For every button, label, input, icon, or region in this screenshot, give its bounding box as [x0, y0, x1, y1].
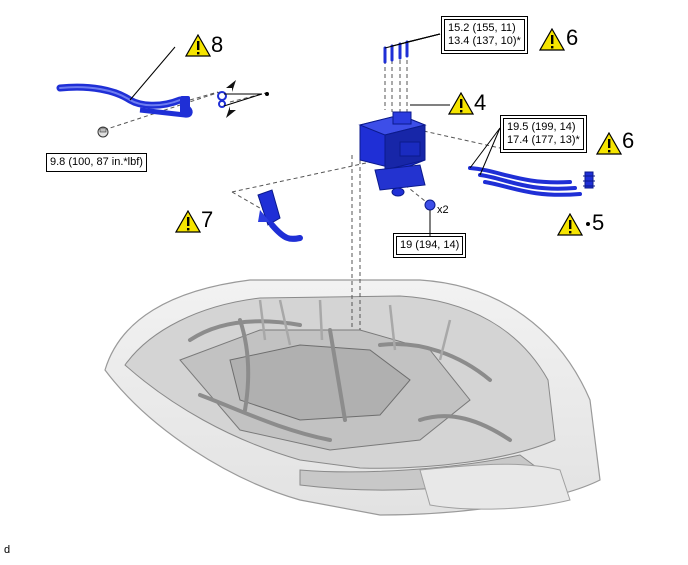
figure-code: d	[4, 544, 11, 556]
warning-icon	[175, 210, 201, 233]
torque-top-line1: 15.2 (155, 11)	[448, 22, 516, 34]
arrow-icon	[226, 106, 236, 118]
torque-top: 15.2 (155, 11) 13.4 (137, 10)*	[441, 16, 528, 54]
clip-5	[583, 171, 595, 189]
torque-right-line1: 19.5 (199, 14)	[507, 121, 576, 133]
arrow-icon	[226, 80, 236, 92]
torque-top-line2: 13.4 (137, 10)*	[448, 35, 521, 47]
torque-bracket: 19 (194, 14)	[392, 233, 467, 258]
brake-tube-8	[56, 46, 263, 138]
warning-icon	[596, 132, 622, 155]
warning-icon	[557, 213, 583, 236]
quantity-label: x2	[437, 204, 449, 216]
callout-7: 7	[201, 207, 214, 232]
torque-right: 19.5 (199, 14) 17.4 (177, 13)*	[500, 115, 587, 153]
brake-actuator-4	[358, 104, 450, 211]
warning-icon	[185, 34, 211, 57]
brake-lines-right	[468, 127, 582, 197]
warning-icon	[448, 92, 474, 115]
bullet-icon	[265, 92, 269, 96]
warning-icon	[539, 28, 565, 51]
callout-8: 8	[211, 32, 224, 57]
bullet-icon	[586, 222, 590, 226]
callout-6-right: 6	[622, 128, 635, 153]
callout-6-top: 6	[566, 25, 579, 50]
bolt-icon	[97, 126, 109, 138]
brake-lines-top	[383, 33, 441, 64]
callout-5: 5	[592, 210, 605, 235]
callout-4: 4	[474, 90, 487, 115]
torque-bolt-8: 9.8 (100, 87 in.*lbf)	[46, 153, 147, 172]
torque-right-line2: 17.4 (177, 13)*	[507, 134, 580, 146]
sensor-harness-7	[257, 189, 303, 242]
vehicle-engine-bay	[104, 279, 601, 516]
